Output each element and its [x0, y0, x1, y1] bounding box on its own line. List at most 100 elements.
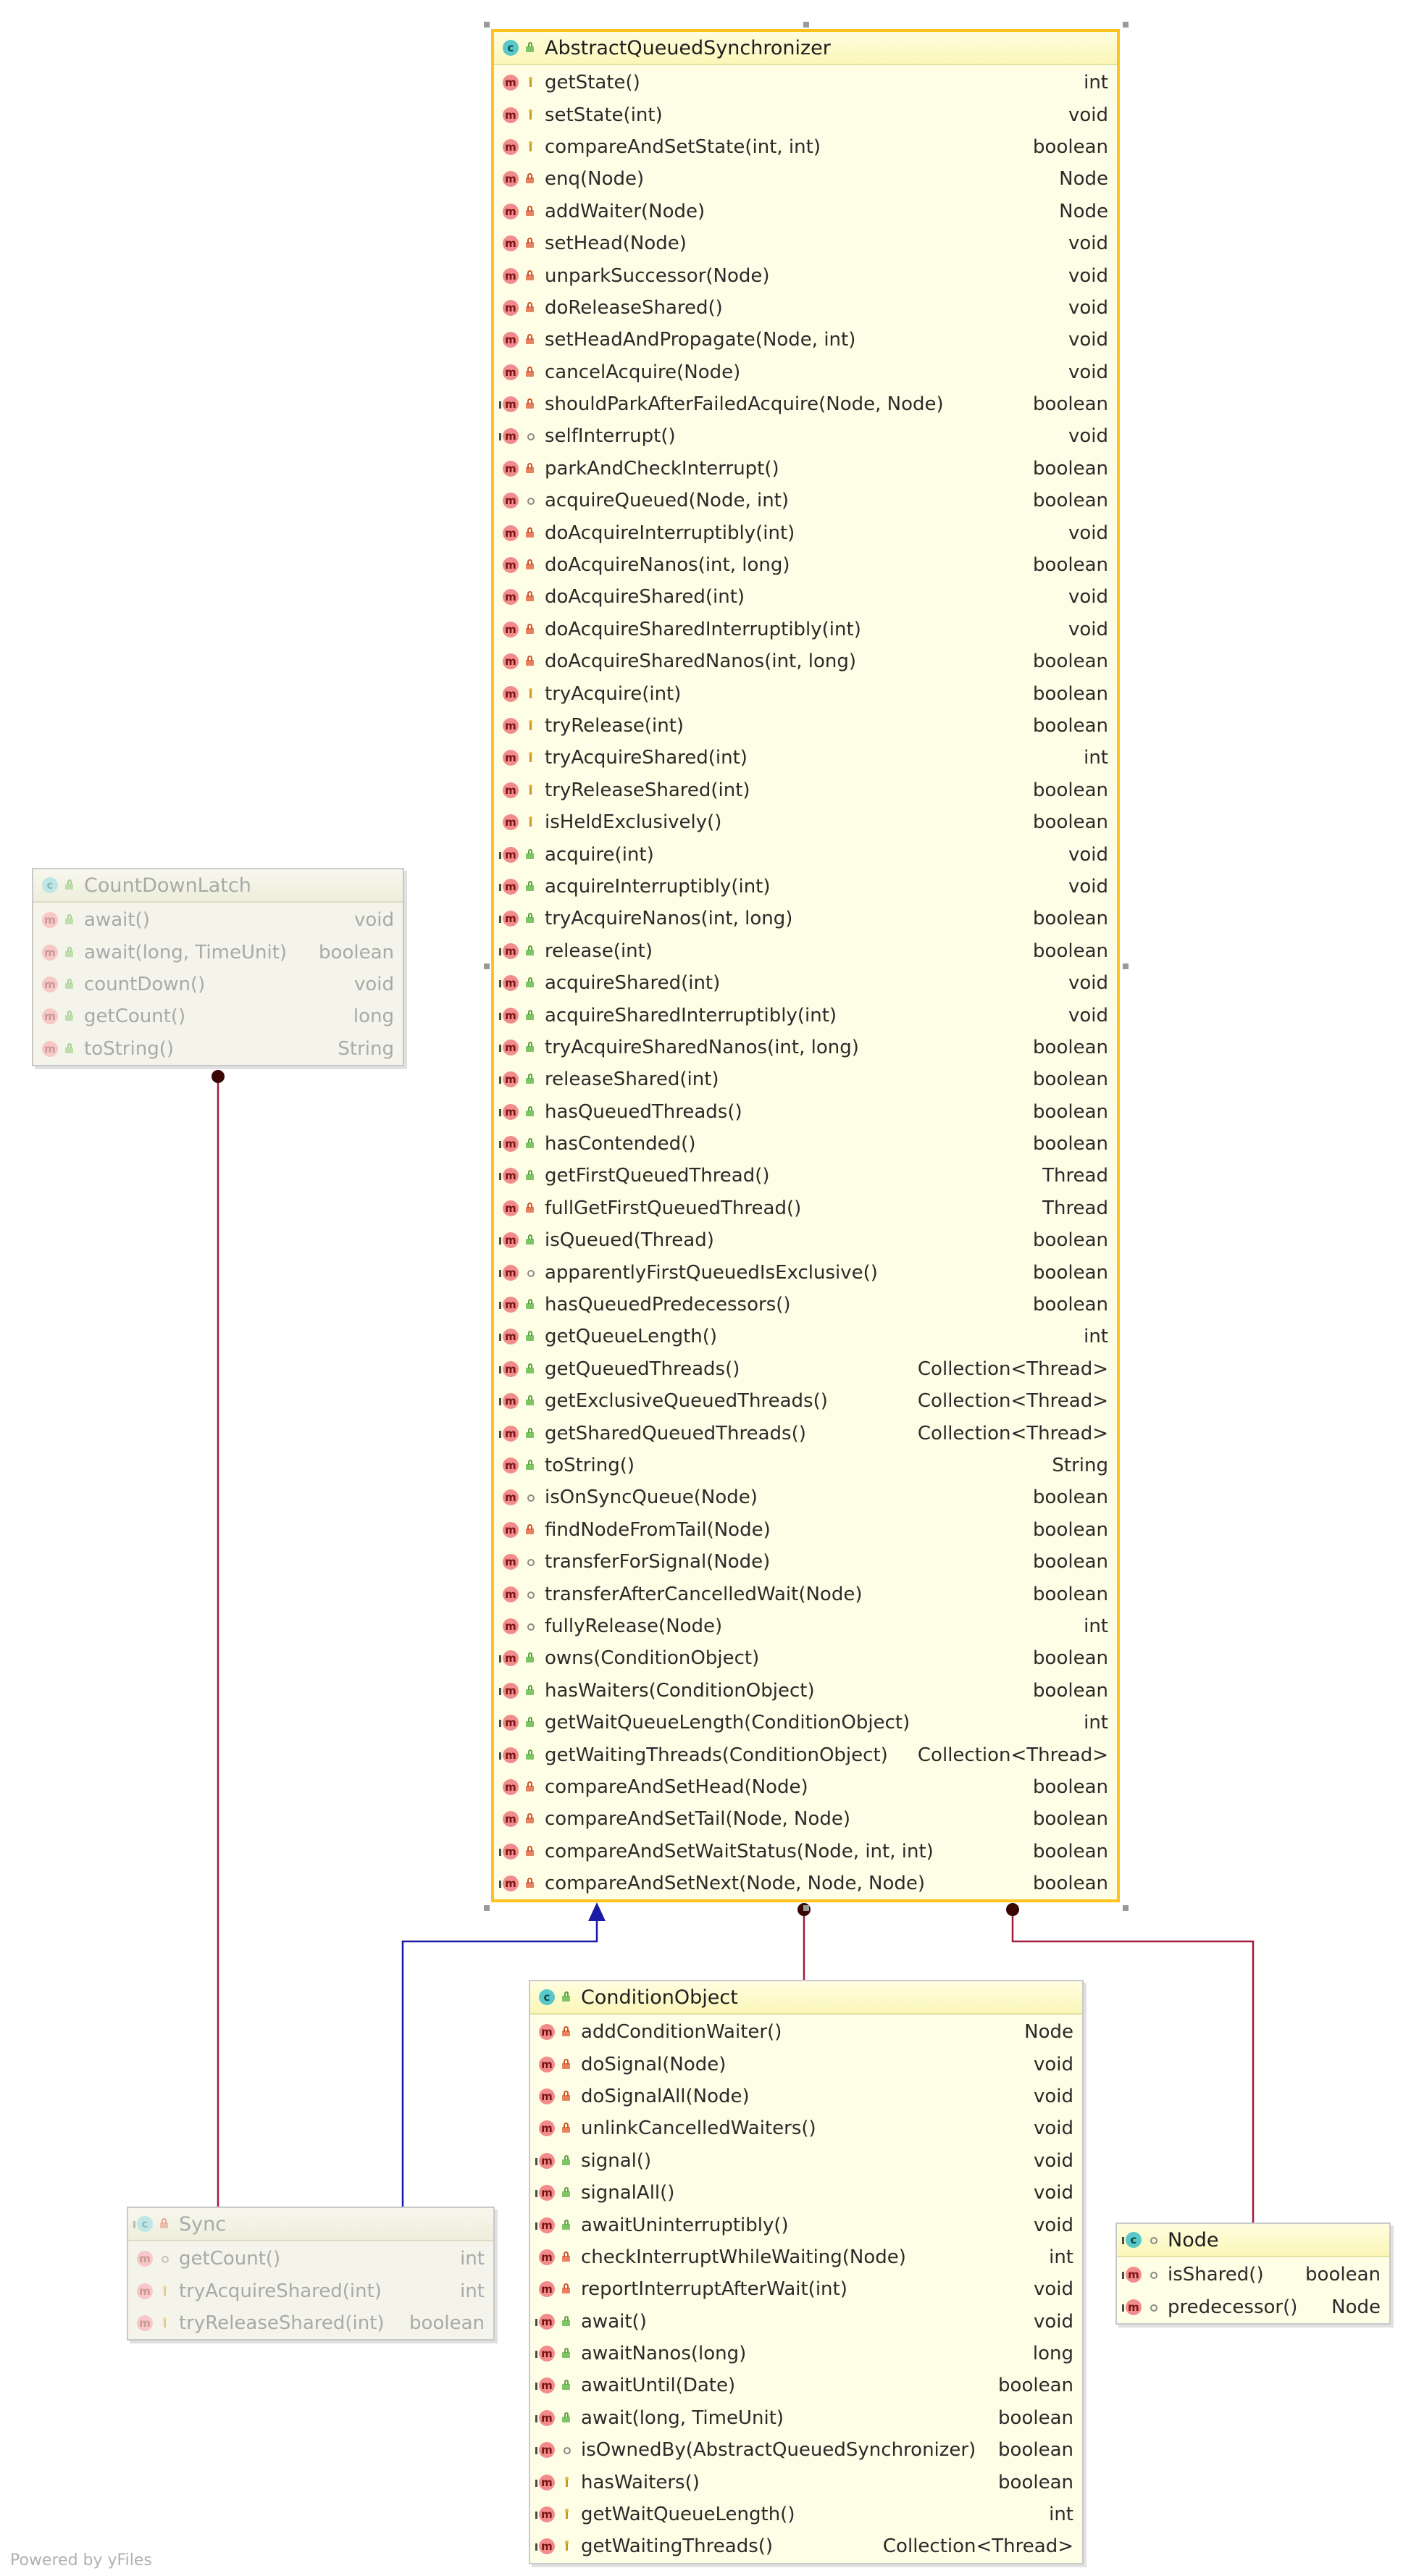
selection-handle[interactable]: [803, 1905, 809, 1911]
method-return-type: void: [1068, 329, 1108, 351]
selection-handle[interactable]: [1123, 1905, 1129, 1911]
method-name: findNodeFromTail(Node): [545, 1518, 771, 1541]
selection-handle[interactable]: [484, 22, 490, 28]
selection-handle[interactable]: [803, 22, 809, 28]
private-icon: [524, 238, 536, 249]
selection-handle[interactable]: [484, 1905, 490, 1911]
selection-handle[interactable]: [1123, 22, 1129, 28]
selection-handle[interactable]: [484, 963, 490, 969]
selection-handle[interactable]: [1123, 963, 1129, 969]
